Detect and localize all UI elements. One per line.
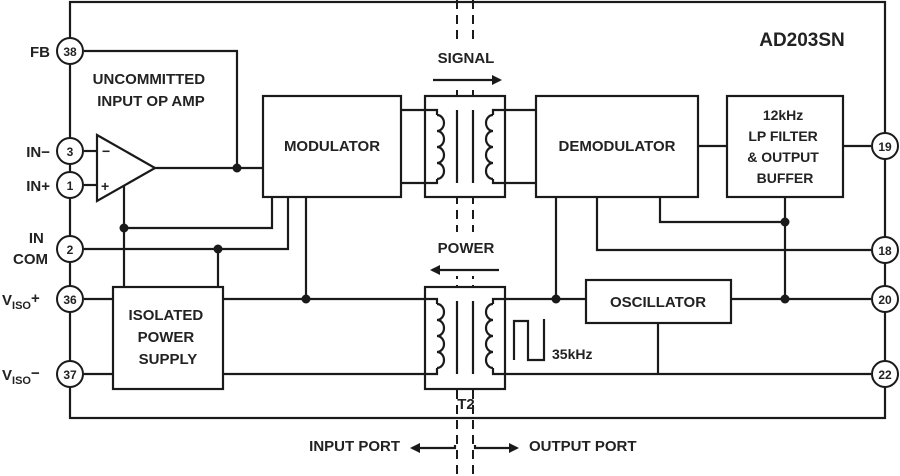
svg-text:22: 22 xyxy=(878,368,892,382)
svg-text:19: 19 xyxy=(878,140,892,154)
output-port-arrow-icon xyxy=(473,443,519,453)
op-amp: − + xyxy=(95,133,158,203)
pin-18: 18 xyxy=(871,236,899,264)
pin-20: 20 xyxy=(871,285,899,313)
svg-text:36: 36 xyxy=(63,293,77,307)
wiring xyxy=(84,49,871,376)
output-port-label: OUTPUT PORT xyxy=(529,438,637,455)
svg-text:20: 20 xyxy=(878,293,892,307)
pin-in-plus: 1 IN+ xyxy=(26,171,84,199)
pin-in-minus-label: IN− xyxy=(26,144,50,161)
demodulator-block: DEMODULATOR xyxy=(534,94,700,199)
power-supply-label: ISOLATED POWER SUPPLY xyxy=(129,307,208,368)
modulator-label: MODULATOR xyxy=(284,138,380,155)
svg-text:18: 18 xyxy=(878,244,892,258)
svg-text:2: 2 xyxy=(67,243,74,257)
power-transformer-t2 xyxy=(423,285,507,391)
oscillator-block: OSCILLATOR xyxy=(584,278,733,325)
svg-text:37: 37 xyxy=(63,368,77,382)
input-port-label: INPUT PORT xyxy=(309,438,400,455)
lp-filter-label: 12kHz LP FILTER & OUTPUT BUFFER xyxy=(747,107,822,186)
signal-label: SIGNAL xyxy=(438,50,495,67)
pin-fb-label: FB xyxy=(30,44,50,61)
power-label: POWER xyxy=(438,240,495,257)
op-amp-minus: − xyxy=(102,143,110,159)
modulator-block: MODULATOR xyxy=(261,94,403,199)
junction-dots xyxy=(119,163,790,304)
op-amp-label: UNCOMMITTED INPUT OP AMP xyxy=(93,71,210,110)
right-pins: 19 18 20 22 xyxy=(871,132,899,388)
pin-viso-minus: 37 VISO− xyxy=(2,360,84,388)
isolated-power-supply-block: ISOLATED POWER SUPPLY xyxy=(111,285,225,391)
pin-fb: 38 FB xyxy=(30,37,84,65)
pin-in-plus-label: IN+ xyxy=(26,178,50,195)
pin-in-minus: 3 IN− xyxy=(26,137,84,165)
signal-transformer xyxy=(423,94,507,199)
input-port-arrow-icon xyxy=(410,443,457,453)
transformer-label: T2 xyxy=(457,396,475,413)
svg-text:3: 3 xyxy=(67,145,74,159)
left-pins: 38 FB 3 IN− 1 IN+ 2 IN COM 36 VISO xyxy=(2,37,84,388)
square-wave-icon xyxy=(512,319,546,362)
svg-text:38: 38 xyxy=(63,45,77,59)
pin-22: 22 xyxy=(871,360,899,388)
pin-in-com-label: IN COM xyxy=(13,230,48,268)
demodulator-label: DEMODULATOR xyxy=(559,138,676,155)
oscillator-label: OSCILLATOR xyxy=(610,294,706,311)
part-number: AD203SN xyxy=(759,30,845,51)
op-amp-plus: + xyxy=(101,178,109,194)
pin-viso-plus: 36 VISO+ xyxy=(2,285,84,313)
port-labels: INPUT PORT OUTPUT PORT xyxy=(309,438,636,455)
package-outline xyxy=(68,0,887,420)
pin-viso-minus-label: VISO− xyxy=(2,365,40,387)
pin-in-com: 2 IN COM xyxy=(13,230,84,268)
oscillator-frequency: 35kHz xyxy=(552,346,592,362)
svg-text:1: 1 xyxy=(67,179,74,193)
lp-filter-block: 12kHz LP FILTER & OUTPUT BUFFER xyxy=(725,94,845,199)
pin-viso-plus-label: VISO+ xyxy=(2,290,40,312)
pin-19: 19 xyxy=(871,132,899,160)
